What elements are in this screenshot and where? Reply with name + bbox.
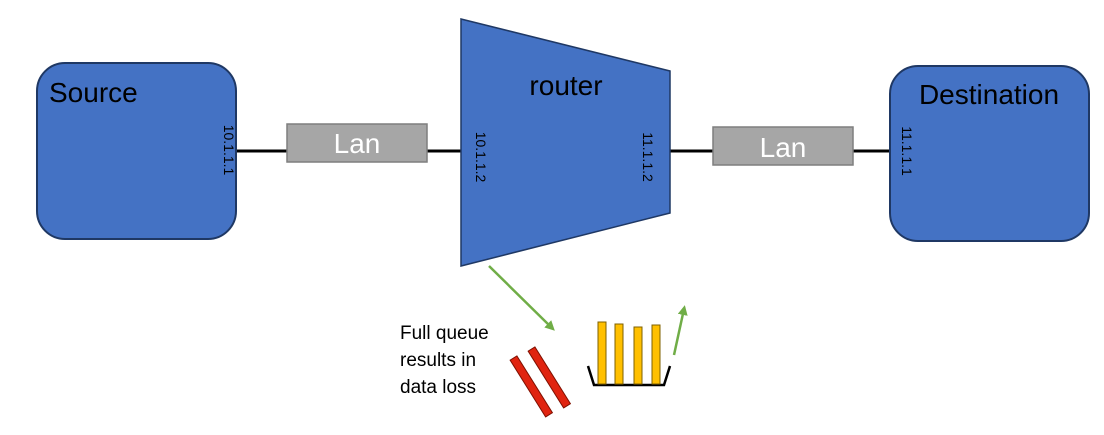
router-ip-right: 11.1.1.2	[640, 132, 656, 182]
arrow-from-queue	[672, 305, 688, 356]
lan-right[interactable]: Lan	[712, 126, 854, 166]
router-ip-left: 10.1.1.2	[473, 132, 489, 183]
destination-label: Destination	[919, 79, 1059, 110]
destination-ip: 11.1.1.1	[899, 126, 915, 176]
queue-note-line: data loss	[400, 377, 476, 398]
queued-packet	[651, 324, 661, 385]
dropped-packet	[527, 346, 572, 409]
arrow-to-queue	[488, 265, 555, 331]
queued-packet	[633, 326, 643, 385]
queue-bucket	[586, 365, 672, 387]
router-label: router	[529, 70, 602, 101]
lan-right-label: Lan	[760, 132, 807, 163]
source-node[interactable]: Source 10.1.1.1	[36, 62, 237, 240]
queued-packet	[597, 321, 607, 385]
queue-note: Full queue results in data loss	[400, 323, 494, 398]
packet-queue	[586, 321, 672, 387]
dropped-packet	[509, 355, 554, 418]
source-label: Source	[49, 77, 138, 108]
queue-note-line: Full queue	[400, 323, 489, 344]
lan-left[interactable]: Lan	[286, 123, 428, 163]
destination-node[interactable]: Destination 11.1.1.1	[889, 65, 1090, 242]
router-node[interactable]: router 10.1.1.2 11.1.1.2	[460, 18, 671, 267]
lan-left-label: Lan	[334, 128, 381, 159]
source-ip: 10.1.1.1	[221, 125, 237, 176]
queued-packet	[614, 323, 624, 385]
dropped-packets	[509, 346, 572, 418]
queue-note-line: results in	[400, 350, 476, 371]
